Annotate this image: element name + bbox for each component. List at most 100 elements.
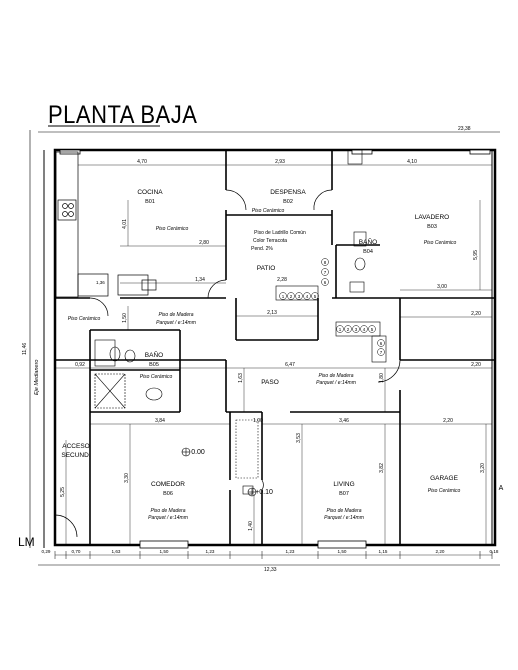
svg-text:4: 4	[306, 294, 309, 299]
exterior-walls	[43, 148, 497, 548]
svg-text:1,23: 1,23	[286, 549, 295, 554]
dim-overall-bottom: 12,33	[264, 567, 277, 573]
bano1-code: B04	[363, 249, 373, 255]
bottom-dim-ticks	[54, 551, 493, 559]
level-010: +0.10	[255, 489, 273, 496]
lavadero-code: B03	[427, 224, 437, 230]
svg-text:0,18: 0,18	[490, 549, 499, 554]
svg-text:1,50: 1,50	[338, 549, 347, 554]
svg-text:7: 7	[380, 350, 383, 355]
comedor-name: COMEDOR	[151, 481, 185, 488]
svg-text:5: 5	[371, 327, 374, 332]
patio-floor1: Piso de Ladrillo Común	[254, 230, 306, 236]
svg-text:4,01: 4,01	[122, 219, 128, 229]
paso-floor2: Parquet / e:14mm	[316, 380, 356, 386]
living-code: B07	[339, 491, 349, 497]
despensa-name: DESPENSA	[270, 189, 306, 196]
doors	[54, 189, 401, 538]
hall-floor2: Parquet / e:14mm	[156, 320, 196, 326]
bano2-code: B05	[149, 362, 159, 368]
svg-text:2: 2	[347, 327, 350, 332]
stairs	[275, 285, 387, 363]
patio-floor2: Color Terracota	[253, 238, 287, 244]
dim-overall-top: 23,38	[458, 126, 471, 132]
level-0: 0.00	[191, 449, 205, 456]
svg-text:2,20: 2,20	[471, 362, 481, 368]
svg-text:2,13: 2,13	[267, 310, 277, 316]
bano1-name: BAÑO	[359, 237, 377, 246]
svg-text:5: 5	[314, 294, 317, 299]
cut-letter-a: A	[499, 485, 504, 492]
svg-text:3,84: 3,84	[155, 418, 165, 424]
room-labels: COCINA B01 Piso Cerámico DESPENSA B02 Pi…	[61, 189, 503, 521]
svg-text:2,20: 2,20	[443, 418, 453, 424]
svg-text:1: 1	[339, 327, 342, 332]
interior-dimension-lines	[55, 164, 492, 556]
overall-dimensions	[29, 130, 500, 566]
svg-text:0,70: 0,70	[72, 549, 81, 554]
svg-text:1: 1	[282, 294, 285, 299]
lavadero-name: LAVADERO	[415, 214, 449, 221]
svg-text:3,46: 3,46	[339, 418, 349, 424]
svg-text:8: 8	[324, 260, 327, 265]
svg-text:0,29: 0,29	[42, 549, 51, 554]
svg-text:3,00: 3,00	[437, 284, 447, 290]
bath-floor: Piso Cerámico	[140, 374, 173, 380]
despensa-floor: Piso Cerámico	[252, 208, 285, 214]
bano2-name: BAÑO	[145, 350, 163, 359]
acceso-name1: ACCESO	[62, 443, 89, 450]
svg-text:1,80: 1,80	[379, 373, 385, 383]
bath-fixtures	[94, 149, 367, 409]
garage-floor: Piso Cerámico	[428, 488, 461, 494]
stair-step-labels: 1 2 3 4 5 1 2 3 4 5 6 7 8 7 6	[282, 260, 383, 355]
svg-text:3,82: 3,82	[379, 463, 385, 473]
cocina-name: COCINA	[137, 189, 163, 196]
svg-text:6,47: 6,47	[285, 362, 295, 368]
svg-text:1,34: 1,34	[195, 277, 205, 283]
svg-text:1,23: 1,23	[206, 549, 215, 554]
svg-text:2,20: 2,20	[471, 311, 481, 317]
svg-text:3,30: 3,30	[124, 473, 130, 483]
svg-text:2,28: 2,28	[277, 277, 287, 283]
living-name: LIVING	[333, 481, 354, 488]
svg-text:3: 3	[298, 294, 301, 299]
plan-title: PLANTA BAJA	[48, 100, 198, 129]
comedor-floor1: Piso de Madera	[150, 508, 185, 514]
svg-text:1,63: 1,63	[112, 549, 121, 554]
lm-label: LM	[18, 535, 35, 549]
svg-text:2,80: 2,80	[199, 240, 209, 246]
level-markers	[181, 447, 257, 497]
svg-text:5,25: 5,25	[60, 487, 66, 497]
cocina-code: B01	[145, 199, 155, 205]
comedor-floor2: Parquet / e:14mm	[148, 515, 188, 521]
interior-walls	[55, 150, 495, 545]
svg-text:4: 4	[363, 327, 366, 332]
paso-name: PASO	[261, 379, 279, 386]
living-floor1: Piso de Madera	[326, 508, 361, 514]
dim-side-height: 11,46	[22, 343, 28, 355]
fireplace	[235, 419, 259, 495]
lavadero-floor: Piso Cerámico	[424, 240, 457, 246]
patio-floor3: Pend. 2%	[251, 246, 273, 252]
cocina-floor: Piso Cerámico	[156, 226, 189, 232]
svg-text:1,63: 1,63	[238, 373, 244, 383]
despensa-code: B02	[283, 199, 293, 205]
left-floor: Piso Cerámico	[68, 316, 101, 322]
svg-text:7: 7	[324, 270, 327, 275]
paso-floor1: Piso de Madera	[318, 373, 353, 379]
svg-text:1,00: 1,00	[253, 418, 263, 424]
bottom-dimension-labels: 0,29 0,70 1,63 1,50 1,23 1,23 1,50 1,15 …	[42, 549, 499, 554]
svg-text:3,53: 3,53	[296, 433, 302, 443]
garage-name: GARAGE	[430, 475, 458, 482]
svg-text:4,10: 4,10	[407, 159, 417, 165]
dim-136: 1,36	[96, 280, 105, 285]
svg-text:1,50: 1,50	[160, 549, 169, 554]
comedor-code: B06	[163, 491, 173, 497]
svg-text:2,93: 2,93	[275, 159, 285, 165]
svg-text:3,20: 3,20	[480, 463, 486, 473]
svg-text:4,70: 4,70	[137, 159, 147, 165]
eje-medianero-label: Eje Medianero	[34, 360, 40, 395]
svg-text:0,92: 0,92	[75, 362, 85, 368]
svg-text:5,95: 5,95	[473, 250, 479, 260]
